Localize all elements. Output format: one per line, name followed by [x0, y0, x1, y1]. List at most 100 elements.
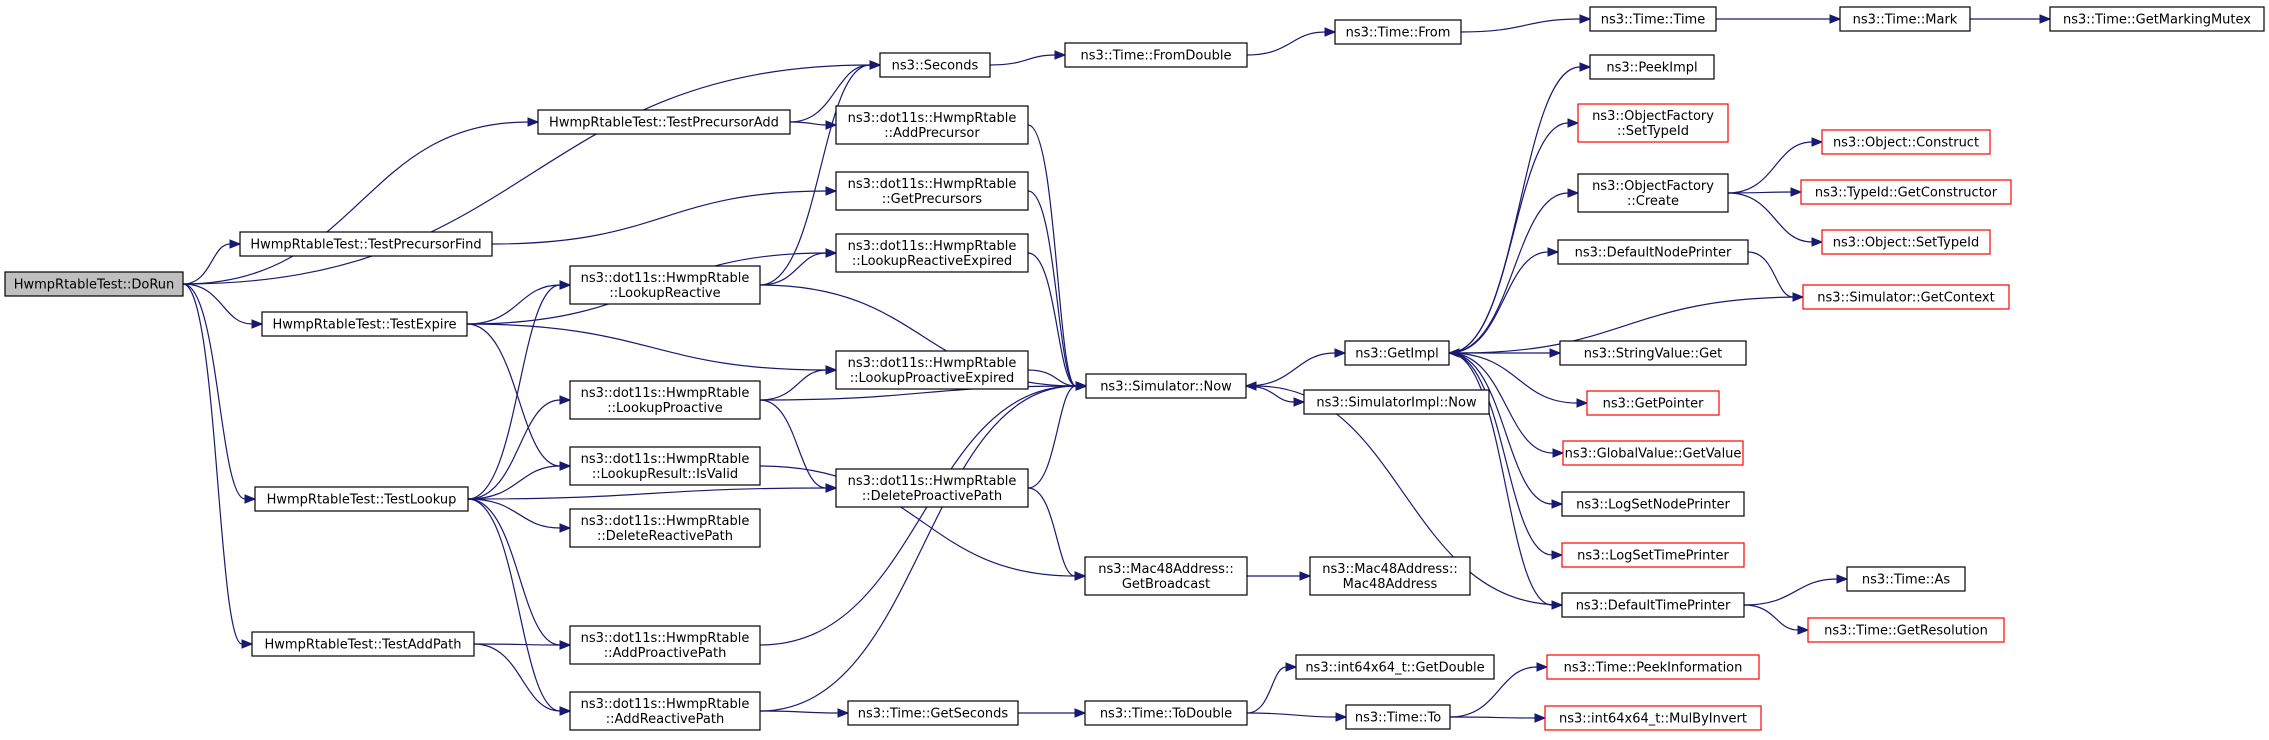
edge-arrowhead: [1811, 237, 1824, 247]
node-gmm[interactable]: ns3::Time::GetMarkingMutex: [2049, 6, 2265, 32]
node-label: HwmpRtableTest::TestExpire: [272, 318, 456, 333]
node-timeto[interactable]: ns3::Time::To: [1345, 704, 1451, 730]
edge-getimpl-to-ofcreate: [1448, 188, 1580, 354]
node-isvalid[interactable]: ns3::dot11s::HwmpRtable::LookupResult::I…: [569, 446, 761, 486]
node-lre[interactable]: ns3::dot11s::HwmpRtable::LookupReactiveE…: [835, 233, 1029, 273]
node-tidctor[interactable]: ns3::TypeId::GetConstructor: [1800, 179, 2012, 205]
node-box: [1562, 440, 1744, 466]
edge-line: [989, 54, 1056, 66]
edge-line: [467, 284, 561, 500]
node-getimpl[interactable]: ns3::GetImpl: [1344, 340, 1450, 366]
node-dnp[interactable]: ns3::DefaultNodePrinter: [1557, 239, 1749, 265]
node-mark[interactable]: ns3::Time::Mark: [1839, 6, 1971, 32]
edge-simctx-to-getimpl: [1447, 296, 1804, 358]
node-mulinv[interactable]: ns3::int64x64_t::MulByInvert: [1544, 705, 1762, 731]
edge-arrowhead: [825, 248, 838, 258]
node-label: ns3::Mac48Address::: [1098, 562, 1233, 577]
edge-app-to-now: [759, 381, 1088, 646]
node-ofcreate[interactable]: ns3::ObjectFactory::Create: [1577, 173, 1729, 213]
node-texp[interactable]: HwmpRtableTest::TestExpire: [261, 311, 468, 337]
edge-arrowhead: [1547, 247, 1560, 257]
node-getprec[interactable]: ns3::dot11s::HwmpRtable::GetPrecursors: [835, 171, 1029, 211]
node-timeres[interactable]: ns3::Time::GetResolution: [1807, 617, 2005, 643]
edge-dorun-to-tpf: [182, 239, 242, 285]
node-box: [835, 171, 1029, 211]
node-box: [1561, 491, 1745, 517]
node-objconstruct[interactable]: ns3::Object::Construct: [1821, 129, 1991, 155]
node-dpp[interactable]: ns3::dot11s::HwmpRtable::DeleteProactive…: [835, 468, 1029, 508]
edge-arrowhead: [559, 640, 572, 650]
node-lstp[interactable]: ns3::LogSetTimePrinter: [1561, 542, 1745, 568]
node-lsnp[interactable]: ns3::LogSetNodePrinter: [1561, 491, 1745, 517]
edge-arrowhead: [244, 494, 257, 504]
node-getptr[interactable]: ns3::GetPointer: [1586, 390, 1720, 416]
node-fromdouble[interactable]: ns3::Time::FromDouble: [1064, 42, 1248, 68]
node-timetime[interactable]: ns3::Time::Time: [1589, 6, 1717, 32]
edge-line: [467, 498, 561, 529]
node-dtp[interactable]: ns3::DefaultTimePrinter: [1561, 592, 1745, 618]
node-label: ns3::dot11s::HwmpRtable: [581, 386, 750, 401]
edge-dnp-to-simctx: [1747, 251, 1805, 302]
edge-line: [467, 498, 561, 646]
node-peekinfo[interactable]: ns3::Time::PeekInformation: [1546, 654, 1760, 680]
node-label: ns3::PeekImpl: [1606, 61, 1697, 76]
node-mac48[interactable]: ns3::Mac48Address::Mac48Address: [1309, 556, 1471, 596]
edge-line: [473, 643, 561, 646]
edge-tlook-to-app: [467, 498, 572, 650]
node-label: ns3::dot11s::HwmpRtable: [848, 177, 1017, 192]
node-lpe[interactable]: ns3::dot11s::HwmpRtable::LookupProactive…: [835, 350, 1029, 390]
node-todouble[interactable]: ns3::Time::ToDouble: [1084, 700, 1248, 726]
node-label: HwmpRtableTest::TestPrecursorAdd: [549, 116, 779, 131]
node-dorun[interactable]: HwmpRtableTest::DoRun: [4, 271, 184, 297]
node-gvget[interactable]: ns3::GlobalValue::GetValue: [1562, 440, 1744, 466]
edge-todouble-to-timeto: [1246, 712, 1348, 722]
node-label: ns3::dot11s::HwmpRtable: [848, 239, 1017, 254]
node-box: [1561, 542, 1745, 568]
edge-tpf-to-getprec: [491, 186, 838, 245]
node-box: [1344, 340, 1450, 366]
node-getsec[interactable]: ns3::Time::GetSeconds: [847, 700, 1019, 726]
node-label: ns3::Time::Mark: [1853, 13, 1958, 28]
node-from[interactable]: ns3::Time::From: [1334, 19, 1462, 45]
node-peekimpl[interactable]: ns3::PeekImpl: [1589, 54, 1715, 80]
node-getdouble[interactable]: ns3::int64x64_t::GetDouble: [1295, 654, 1495, 680]
node-label: ::LookupProactive: [607, 401, 722, 416]
node-tadd[interactable]: HwmpRtableTest::TestAddPath: [251, 631, 475, 657]
node-label: ns3::ObjectFactory: [1592, 179, 1714, 194]
node-tpf[interactable]: HwmpRtableTest::TestPrecursorFind: [239, 231, 493, 257]
node-label: ns3::TypeId::GetConstructor: [1815, 186, 1998, 201]
edge-line: [466, 323, 827, 371]
node-lr[interactable]: ns3::dot11s::HwmpRtable::LookupReactive: [569, 265, 761, 305]
node-box: [1589, 54, 1715, 80]
node-now[interactable]: ns3::Simulator::Now: [1085, 373, 1247, 399]
node-label: ns3::dot11s::HwmpRtable: [848, 474, 1017, 489]
node-label: ns3::Time::To: [1355, 711, 1441, 726]
node-tpa[interactable]: HwmpRtableTest::TestPrecursorAdd: [537, 109, 791, 135]
node-arp[interactable]: ns3::dot11s::HwmpRtable::AddReactivePath: [569, 691, 761, 731]
node-tlook[interactable]: HwmpRtableTest::TestLookup: [254, 486, 469, 512]
edge-tlook-to-dpp: [467, 483, 838, 500]
node-svget[interactable]: ns3::StringValue::Get: [1559, 340, 1747, 366]
node-lp[interactable]: ns3::dot11s::HwmpRtable::LookupProactive: [569, 380, 761, 420]
node-label: HwmpRtableTest::TestPrecursorFind: [250, 238, 481, 253]
node-simplnow[interactable]: ns3::SimulatorImpl::Now: [1303, 389, 1490, 415]
node-bcast[interactable]: ns3::Mac48Address::GetBroadcast: [1084, 556, 1248, 596]
node-label: ns3::SimulatorImpl::Now: [1316, 396, 1477, 411]
node-addprec[interactable]: ns3::dot11s::HwmpRtable::AddPrecursor: [835, 105, 1029, 145]
edge-arrowhead: [1074, 571, 1087, 581]
node-drp[interactable]: ns3::dot11s::HwmpRtable::DeleteReactiveP…: [569, 508, 761, 548]
node-app[interactable]: ns3::dot11s::HwmpRtable::AddProactivePat…: [569, 625, 761, 665]
node-objset[interactable]: ns3::Object::SetTypeId: [1821, 229, 1991, 255]
node-ofset[interactable]: ns3::ObjectFactory::SetTypeId: [1577, 103, 1729, 143]
node-timeas[interactable]: ns3::Time::As: [1846, 566, 1966, 592]
node-box: [1334, 19, 1462, 45]
node-simctx[interactable]: ns3::Simulator::GetContext: [1802, 284, 2010, 310]
edge-now-to-getimpl: [1245, 348, 1347, 387]
node-box: [1557, 239, 1749, 265]
edge-line: [1448, 352, 1578, 404]
node-seconds[interactable]: ns3::Seconds: [879, 52, 991, 78]
node-label: HwmpRtableTest::TestAddPath: [265, 638, 462, 653]
edge-dorun-to-tadd: [182, 283, 254, 649]
edge-dorun-to-tpa: [182, 117, 540, 285]
edge-dorun-to-tlook: [182, 283, 257, 504]
